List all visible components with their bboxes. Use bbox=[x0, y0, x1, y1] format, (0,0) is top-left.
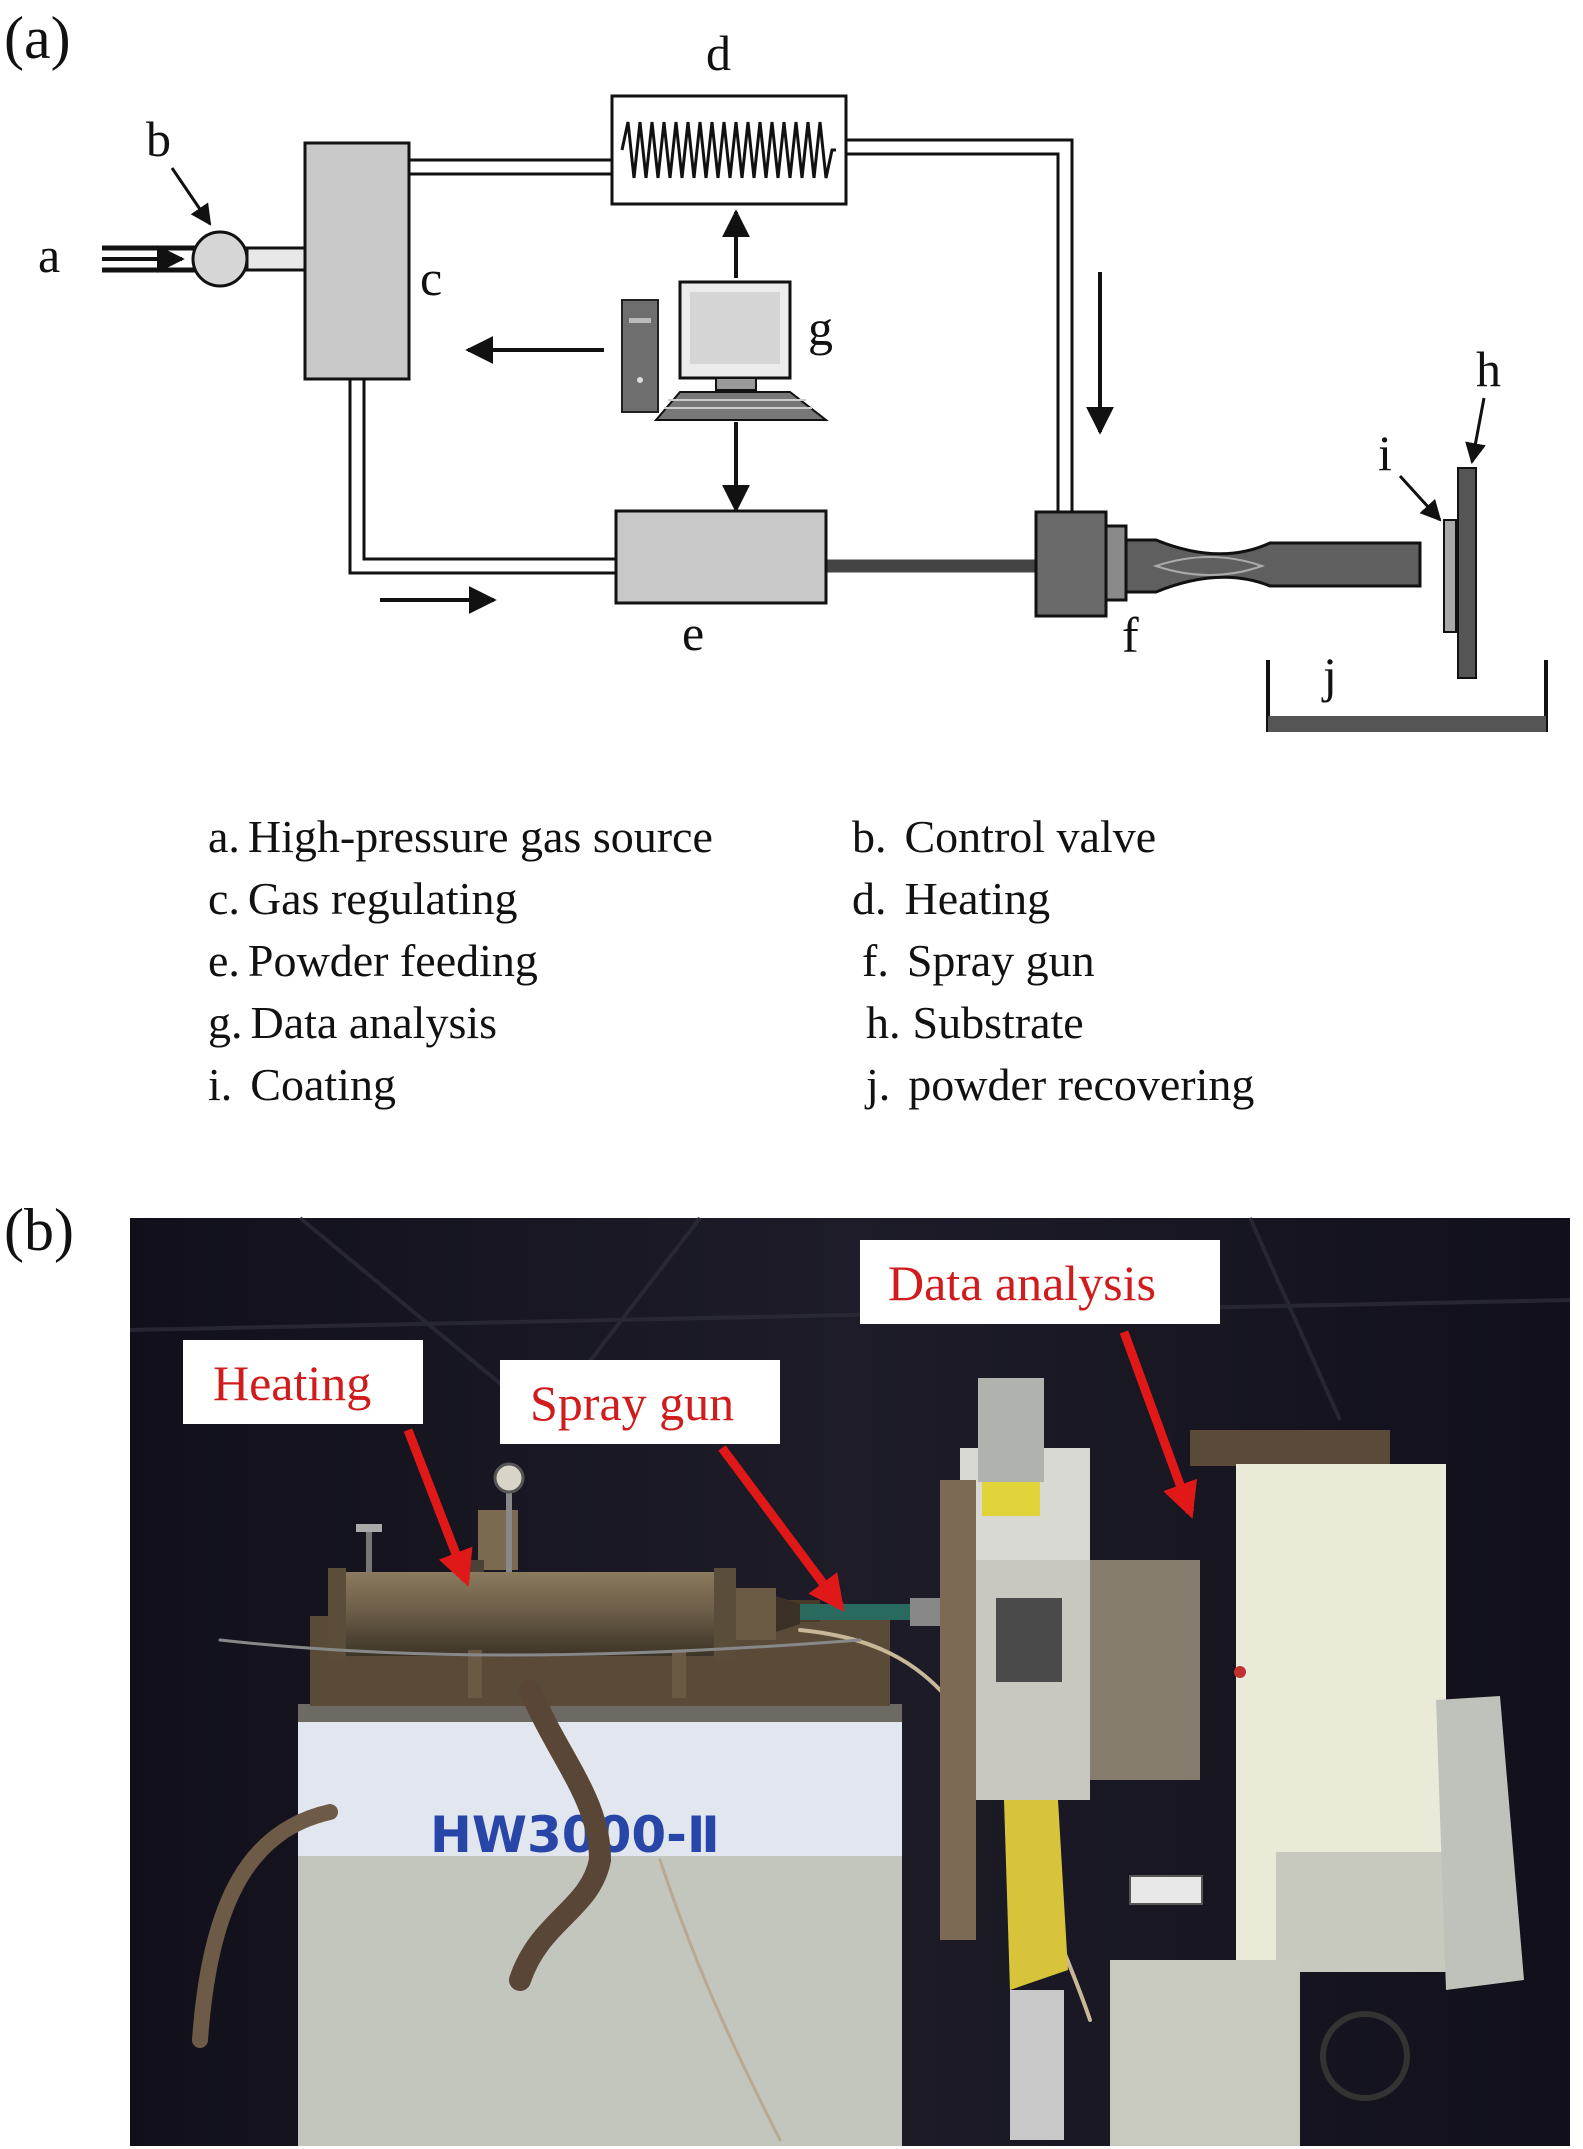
legend-item-d: d.Heating bbox=[852, 873, 1050, 924]
pipe-d-to-f bbox=[846, 138, 1074, 512]
pipe-valve-c bbox=[245, 246, 309, 272]
panel-b-tag: (b) bbox=[4, 1197, 74, 1263]
legend-item-c: c.Gas regulating bbox=[208, 873, 517, 924]
callout-heating-label: Heating bbox=[213, 1355, 371, 1411]
panel-a-schematic: (a) a b c bbox=[4, 5, 1548, 1110]
heating-barrel bbox=[328, 1462, 800, 1698]
label-i: i bbox=[1378, 425, 1392, 481]
legend-item-g: g.Data analysis bbox=[208, 997, 497, 1048]
right-cabinet bbox=[1110, 1430, 1524, 2146]
legend-item-j: j.powder recovering bbox=[864, 1059, 1254, 1110]
powder-feeding-e bbox=[614, 509, 828, 605]
pipe-c-to-d bbox=[408, 158, 612, 176]
machine-model-label: HW3000-Ⅱ bbox=[430, 1806, 720, 1864]
callout-spray-gun-arrow bbox=[718, 1445, 845, 1612]
label-c: c bbox=[420, 250, 442, 306]
computer-icon bbox=[621, 280, 829, 421]
arrow-i bbox=[1398, 474, 1442, 522]
label-d: d bbox=[706, 25, 731, 81]
heater-coil-icon bbox=[620, 121, 836, 179]
label-e: e bbox=[682, 605, 704, 661]
gas-regulating-c bbox=[303, 141, 411, 381]
callout-data-analysis-arrow bbox=[1119, 1330, 1197, 1519]
panel-a-tag: (a) bbox=[4, 5, 71, 71]
arrow-h bbox=[1465, 397, 1486, 465]
spray-chamber bbox=[940, 1378, 1200, 2140]
control-valve-b bbox=[191, 230, 249, 288]
label-j: j bbox=[1321, 647, 1337, 703]
legend-item-f: f.Spray gun bbox=[862, 935, 1095, 986]
pipe-c-to-e bbox=[348, 378, 616, 575]
panel-b-photo: (b) HW3000-Ⅱ bbox=[4, 1197, 1571, 2146]
substrate-h bbox=[1457, 467, 1477, 679]
callout-heating-arrow bbox=[403, 1428, 473, 1587]
callout-data-analysis-label: Data analysis bbox=[888, 1255, 1156, 1311]
legend: a.High-pressure gas source b.Control val… bbox=[208, 811, 1254, 1110]
callout-heating: Heating bbox=[183, 1340, 473, 1587]
label-g: g bbox=[808, 300, 833, 356]
legend-item-b: b.Control valve bbox=[852, 811, 1156, 862]
label-f: f bbox=[1122, 607, 1139, 663]
label-a: a bbox=[38, 227, 60, 283]
legend-item-a: a.High-pressure gas source bbox=[208, 811, 713, 862]
callout-spray-gun-label: Spray gun bbox=[530, 1375, 734, 1431]
legend-item-i: i.Coating bbox=[208, 1059, 396, 1110]
legend-item-e: e.Powder feeding bbox=[208, 935, 538, 986]
callout-data-analysis: Data analysis bbox=[860, 1240, 1220, 1519]
roof-trusses bbox=[129, 1216, 1571, 1421]
heating-d bbox=[610, 94, 848, 206]
spray-gun-f bbox=[1034, 510, 1422, 618]
legend-item-h: h.Substrate bbox=[866, 997, 1084, 1048]
recovery-tray-j bbox=[1266, 660, 1548, 732]
label-b: b bbox=[146, 111, 171, 167]
label-h: h bbox=[1476, 341, 1501, 397]
gas-inlet-pipe bbox=[102, 245, 198, 273]
callout-spray-gun: Spray gun bbox=[500, 1360, 845, 1612]
coating-i bbox=[1443, 519, 1457, 633]
arrow-b bbox=[170, 167, 212, 226]
